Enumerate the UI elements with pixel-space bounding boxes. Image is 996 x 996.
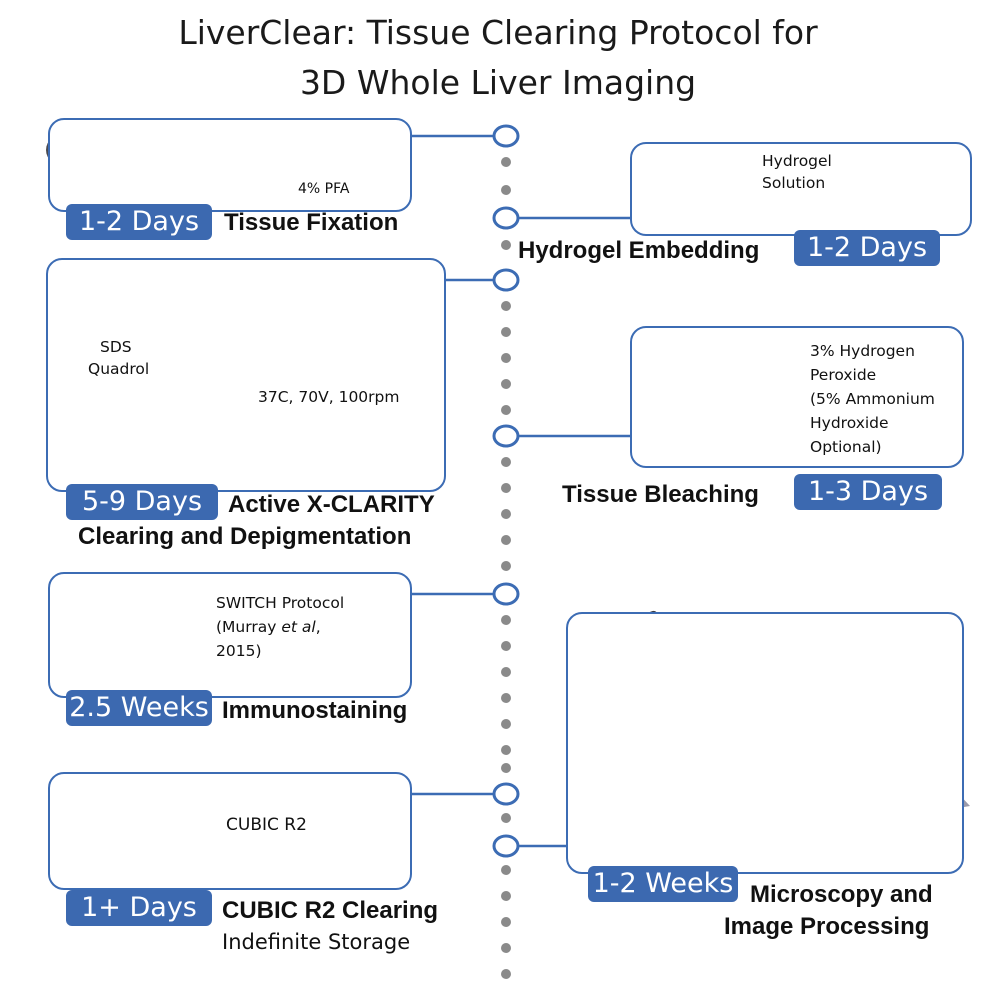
duration-badge-fixation: 1-2 Days — [66, 204, 212, 240]
step-label-clarity-line1: Active X-CLARITY — [228, 491, 435, 518]
switch-note-line2: (Murray et al, — [216, 618, 321, 636]
card-tissue-bleaching — [630, 326, 964, 468]
switch-note-line3: 2015) — [216, 642, 262, 660]
timeline-dots — [501, 157, 511, 979]
step-label-embedding: Hydrogel Embedding — [518, 237, 760, 264]
duration-badge-immunostaining: 2.5 Weeks — [66, 690, 212, 726]
cubic-note: CUBIC R2 — [226, 815, 307, 835]
step-sublabel-cubic: Indefinite Storage — [222, 930, 411, 954]
duration-badge-embedding: 1-2 Days — [794, 230, 940, 266]
title-line-1: LiverClear: Tissue Clearing Protocol for — [178, 13, 818, 52]
step-label-bleaching: Tissue Bleaching — [562, 481, 759, 508]
card-tissue-fixation — [48, 118, 412, 212]
bleach-note-line2: Peroxide — [810, 366, 877, 384]
card-hydrogel-embedding — [630, 142, 972, 236]
bottle-label-line1: SDS — [100, 338, 132, 356]
step-label-microscopy-line2: Image Processing — [724, 913, 930, 940]
step-label-microscopy-line1: Microscopy and — [750, 881, 933, 908]
device-settings: 37C, 70V, 100rpm — [258, 388, 400, 406]
bleach-note-line4: Hydroxide — [810, 414, 889, 432]
duration-badge-clarity: 5-9 Days — [66, 484, 218, 520]
bottle-label-line2: Quadrol — [88, 360, 150, 378]
water-bath-line1: Water — [876, 168, 922, 186]
step-label-clarity-line2: Clearing and Depigmentation — [78, 523, 412, 550]
bleach-note-line3: (5% Ammonium — [810, 390, 935, 408]
switch-note-line1: SWITCH Protocol — [216, 594, 345, 612]
duration-badge-cubic: 1+ Days — [66, 890, 212, 926]
water-bath-line2: Bath 37C — [862, 189, 934, 207]
card-xclarity — [46, 258, 446, 492]
card-immunostaining — [48, 572, 412, 698]
step-label-cubic: CUBIC R2 Clearing — [222, 897, 439, 924]
step-label-immunostaining: Immunostaining — [222, 697, 408, 724]
hydrogel-solution-line2: Solution — [762, 174, 826, 192]
card-microscopy — [566, 612, 964, 874]
title-line-2: 3D Whole Liver Imaging — [299, 63, 697, 102]
card-cubic — [48, 772, 412, 890]
flask-label: 4% PFA — [298, 181, 350, 197]
step-label-fixation: Tissue Fixation — [224, 209, 399, 236]
duration-badge-bleaching: 1-3 Days — [794, 474, 942, 510]
bleach-note-line5: Optional) — [810, 438, 882, 456]
duration-badge-microscopy: 1-2 Weeks — [588, 866, 738, 902]
bleach-note-line1: 3% Hydrogen — [810, 342, 915, 360]
hydrogel-solution-line1: Hydrogel — [762, 152, 832, 170]
